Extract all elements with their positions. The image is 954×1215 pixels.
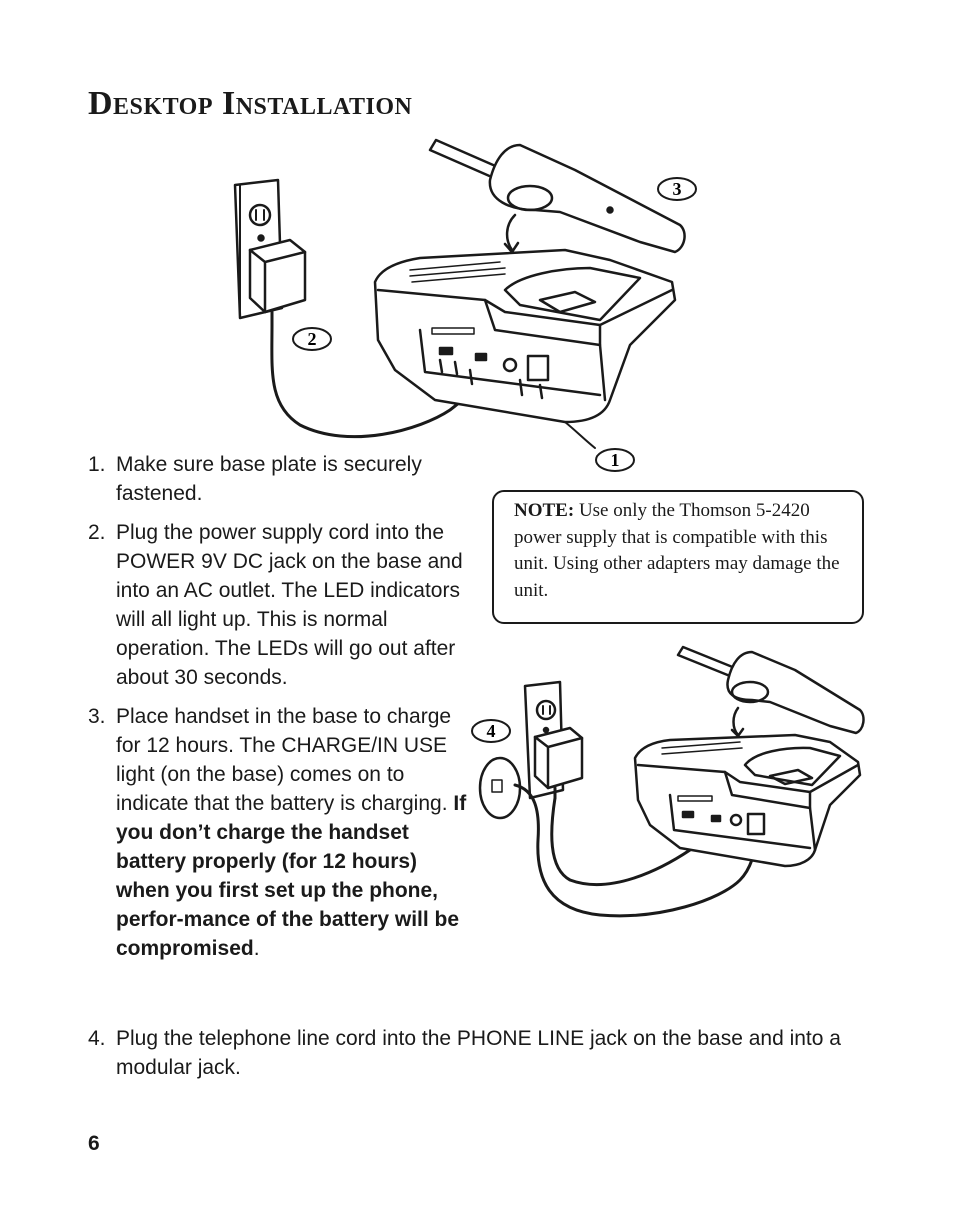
phone-line-cord (513, 783, 760, 918)
step-4: 4. Plug the telephone line cord into the… (88, 1024, 906, 1082)
step-number: 1. (88, 453, 106, 476)
step-text: Place handset in the base to charge for … (116, 705, 454, 815)
step-number: 3. (88, 705, 106, 728)
step-3: 3. Place handset in the base to charge f… (88, 702, 468, 963)
modular-wall-jack (478, 756, 522, 820)
bottom-phone-illustration (478, 645, 865, 918)
step-2: 2. Plug the power supply cord into the P… (88, 518, 468, 692)
step-1: 1. Make sure base plate is securely fast… (88, 450, 468, 508)
step-number: 2. (88, 521, 106, 544)
phone-antenna (428, 138, 502, 180)
note-text: Use only the Thomson 5-2420 power supply… (514, 500, 840, 601)
power-adapter-2 (533, 726, 584, 790)
step-text-end: . (253, 937, 260, 960)
power-adapter (248, 238, 307, 314)
callout-2: 2 (308, 329, 317, 349)
step-text: Make sure base plate is securely fastene… (116, 453, 422, 505)
step-text: Plug the power supply cord into the POWE… (116, 521, 463, 689)
phone-base-2 (633, 733, 862, 868)
step-text: Plug the telephone line cord into the PH… (116, 1027, 841, 1079)
callout-1: 1 (611, 450, 620, 470)
callout-3: 3 (673, 179, 682, 199)
step-number: 4. (88, 1027, 106, 1050)
note-label: NOTE: (514, 500, 575, 521)
step-warning: If you don’t charge the handset battery … (116, 792, 467, 960)
note-box: NOTE: Use only the Thomson 5-2420 power … (492, 490, 864, 624)
callout-4: 4 (487, 721, 496, 741)
phone-handset (488, 143, 686, 254)
page-number: 6 (88, 1132, 100, 1155)
top-phone-illustration (233, 138, 686, 449)
page-title: Desktop Installation (88, 85, 413, 122)
instruction-steps: 1. Make sure base plate is securely fast… (88, 450, 468, 973)
